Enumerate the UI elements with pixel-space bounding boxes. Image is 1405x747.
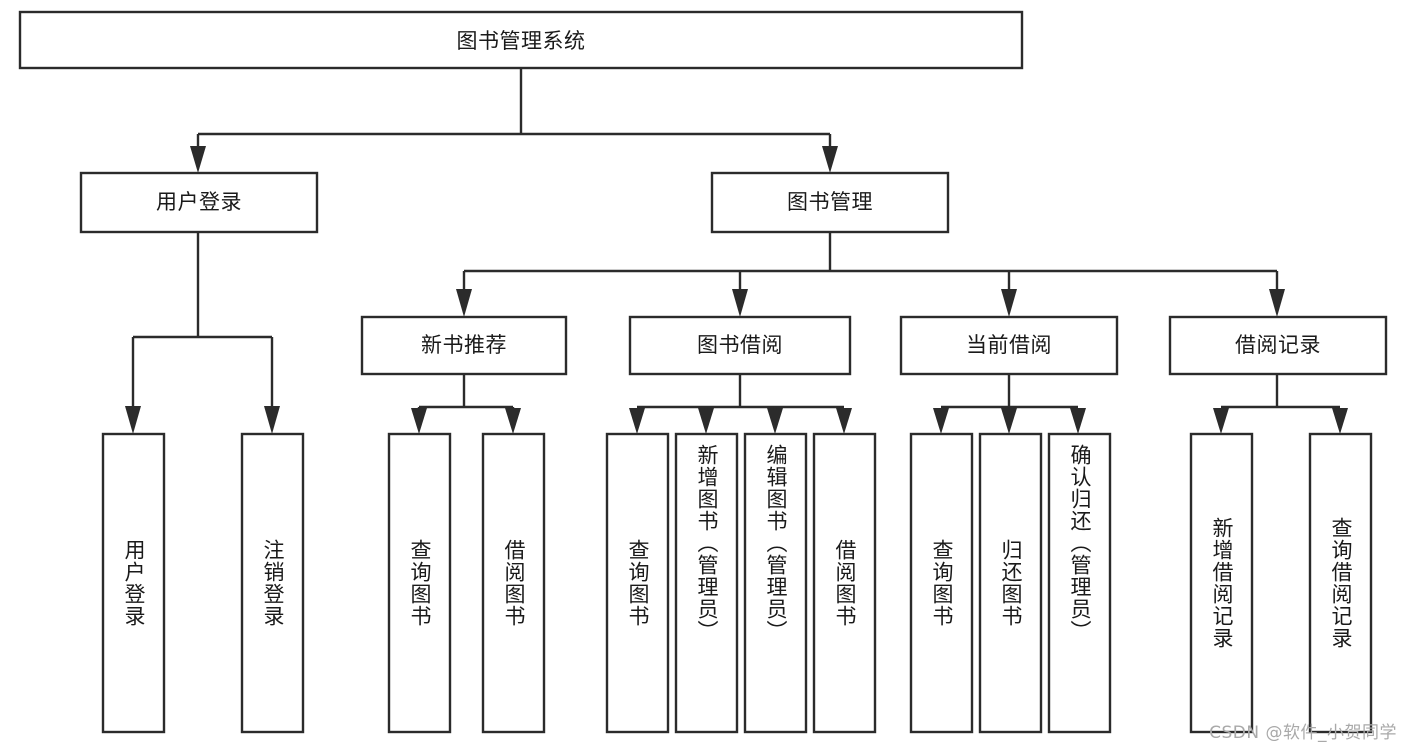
node-box-leaf-add-record[interactable] xyxy=(1189,432,1254,734)
node-label-current-borrow: 当前借阅 xyxy=(966,333,1052,357)
node-box-leaf-confirm-return[interactable] xyxy=(1047,432,1112,734)
arrow-head-leaf-query-book-3 xyxy=(933,408,949,434)
node-box-leaf-add-book[interactable] xyxy=(674,432,739,734)
node-box-borrow-record[interactable] xyxy=(1168,315,1388,376)
arrow-head-leaf-query-book-2 xyxy=(629,408,645,434)
arrow-head-leaf-query-book-1 xyxy=(411,408,427,434)
node-box-leaf-return-book[interactable] xyxy=(978,432,1043,734)
node-label-new-book-rec: 新书推荐 xyxy=(421,333,507,357)
node-box-leaf-query-book-2[interactable] xyxy=(605,432,670,734)
node-box-leaf-borrow-book-2[interactable] xyxy=(812,432,877,734)
arrow-head-leaf-confirm-return xyxy=(1070,408,1086,434)
arrow-head-leaf-add-record xyxy=(1213,408,1229,434)
node-box-leaf-borrow-book-1[interactable] xyxy=(481,432,546,734)
arrow-head-user-login xyxy=(190,146,206,173)
node-box-leaf-user-login[interactable] xyxy=(101,432,166,734)
arrow-head-borrow-record xyxy=(1269,289,1285,317)
arrow-head-leaf-query-record xyxy=(1332,408,1348,434)
node-box-current-borrow[interactable] xyxy=(899,315,1119,376)
node-box-book-borrow[interactable] xyxy=(628,315,852,376)
arrow-head-new-book-rec xyxy=(456,289,472,317)
node-label-user-login: 用户登录 xyxy=(156,190,242,214)
arrow-head-leaf-borrow-book-1 xyxy=(505,408,521,434)
node-label-book-borrow: 图书借阅 xyxy=(697,333,783,357)
csdn-watermark: CSDN @软件_小贺同学 xyxy=(1209,723,1397,743)
node-box-leaf-query-book-3[interactable] xyxy=(909,432,974,734)
node-box-root[interactable] xyxy=(18,10,1024,70)
arrow-head-leaf-add-book xyxy=(698,408,714,434)
arrow-head-leaf-borrow-book-2 xyxy=(836,408,852,434)
node-box-user-login[interactable] xyxy=(79,171,319,234)
arrow-head-leaf-edit-book xyxy=(767,408,783,434)
node-box-leaf-query-record[interactable] xyxy=(1308,432,1373,734)
node-box-leaf-edit-book[interactable] xyxy=(743,432,808,734)
node-box-leaf-logout[interactable] xyxy=(240,432,305,734)
arrow-head-book-borrow xyxy=(732,289,748,317)
node-box-leaf-query-book-1[interactable] xyxy=(387,432,452,734)
arrow-head-leaf-logout xyxy=(264,406,280,434)
node-label-book-manage: 图书管理 xyxy=(787,190,873,214)
connector-layer xyxy=(125,68,1348,434)
arrow-head-leaf-return-book xyxy=(1001,408,1017,434)
label-layer-horizontal: 图书管理系统 用户登录 图书管理 新书推荐 图书借阅 当前借阅 借阅记录 xyxy=(156,29,1321,357)
node-label-root: 图书管理系统 xyxy=(457,29,586,53)
node-box-book-manage[interactable] xyxy=(710,171,950,234)
arrow-head-current-borrow xyxy=(1001,289,1017,317)
node-layer xyxy=(18,10,1388,734)
arrow-head-leaf-user-login xyxy=(125,406,141,434)
node-box-new-book-rec[interactable] xyxy=(360,315,568,376)
node-label-borrow-record: 借阅记录 xyxy=(1235,333,1321,357)
arrow-head-book-manage xyxy=(822,146,838,173)
